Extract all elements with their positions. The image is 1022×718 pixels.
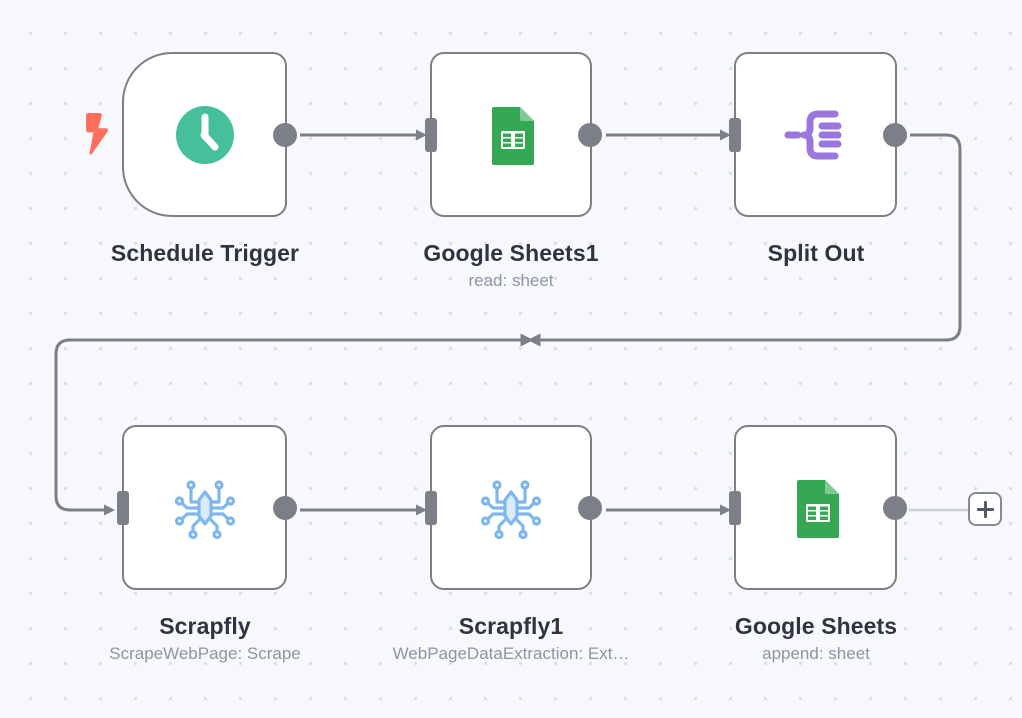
node-schedule-trigger[interactable] [122,52,297,217]
input-port[interactable] [729,490,741,525]
input-port[interactable] [117,490,129,525]
node-subtitle: append: sheet [762,644,870,663]
node-google-sheets1[interactable] [425,52,602,217]
google-sheets-icon [780,472,852,544]
output-port[interactable] [578,122,602,147]
plus-icon-vertical [983,500,987,518]
node-title: Split Out [767,240,865,266]
google-sheets-icon [475,99,547,171]
input-port[interactable] [425,117,437,152]
label-scrapfly1: Scrapfly1 WebPageDataExtraction: Ext… [311,611,711,667]
scrapfly-spider-icon [475,472,547,544]
node-subtitle: read: sheet [468,271,554,290]
node-title: Google Sheets [734,613,898,639]
label-google-sheets: Google Sheets append: sheet [616,611,1016,667]
node-google-sheets[interactable] [729,425,907,590]
split-out-icon [780,99,852,171]
node-title: Scrapfly [159,613,251,639]
node-title: Schedule Trigger [110,240,300,266]
node-split-out[interactable] [729,52,907,217]
output-port[interactable] [273,122,297,147]
node-subtitle: ScrapeWebPage: Scrape [109,644,301,663]
output-port[interactable] [273,495,297,520]
label-google-sheets1: Google Sheets1 read: sheet [311,238,711,294]
node-subtitle: WebPageDataExtraction: Ext… [392,644,630,663]
input-port[interactable] [425,490,437,525]
label-split-out: Split Out [616,238,1016,268]
output-port[interactable] [883,122,907,147]
node-scrapfly1[interactable] [425,425,602,590]
node-title: Google Sheets1 [423,240,599,266]
add-node-button[interactable] [968,492,1002,526]
label-scrapfly: Scrapfly ScrapeWebPage: Scrape [0,611,410,667]
trigger-lightning-bolt-icon [84,113,110,155]
output-port[interactable] [883,495,907,520]
node-title: Scrapfly1 [458,613,564,639]
scrapfly-spider-icon [169,472,241,544]
label-schedule-trigger: Schedule Trigger [0,238,410,268]
node-scrapfly[interactable] [117,425,297,590]
input-port[interactable] [729,117,741,152]
output-port[interactable] [578,495,602,520]
clock-icon [169,99,241,171]
